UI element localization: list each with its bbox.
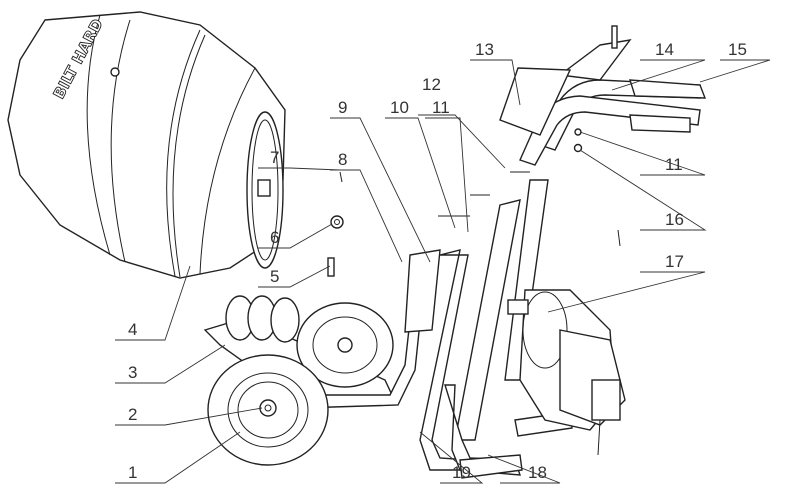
callout-16: 16 xyxy=(665,210,684,229)
callout-10: 10 xyxy=(390,98,409,117)
motor xyxy=(507,289,626,456)
hardware xyxy=(327,128,621,277)
callout-7: 7 xyxy=(270,148,279,167)
callout-12: 12 xyxy=(422,75,441,94)
frame-uprights xyxy=(404,179,549,476)
callout-18: 18 xyxy=(528,463,547,482)
front-wheel xyxy=(207,354,329,466)
callout-14: 14 xyxy=(655,40,674,59)
callout-15: 15 xyxy=(728,40,747,59)
callout-13: 13 xyxy=(475,40,494,59)
callout-17: 17 xyxy=(665,252,684,271)
callout-labels: 1 2 3 4 5 6 7 8 9 10 11 11 12 13 14 15 1… xyxy=(128,40,747,482)
callout-4: 4 xyxy=(128,320,137,339)
leader-lines xyxy=(115,59,771,484)
callout-11-left: 11 xyxy=(432,98,450,117)
callout-8: 8 xyxy=(338,150,347,169)
handles xyxy=(459,25,707,479)
callout-11-right: 11 xyxy=(665,155,683,174)
rear-wheel xyxy=(296,302,394,388)
drum: BILT HARD xyxy=(7,11,286,279)
callout-1: 1 xyxy=(128,463,137,482)
callout-3: 3 xyxy=(128,363,137,382)
callout-9: 9 xyxy=(338,98,347,117)
callout-5: 5 xyxy=(270,267,279,286)
callout-19: 19 xyxy=(452,463,471,482)
callout-2: 2 xyxy=(128,405,137,424)
callout-6: 6 xyxy=(270,228,279,247)
